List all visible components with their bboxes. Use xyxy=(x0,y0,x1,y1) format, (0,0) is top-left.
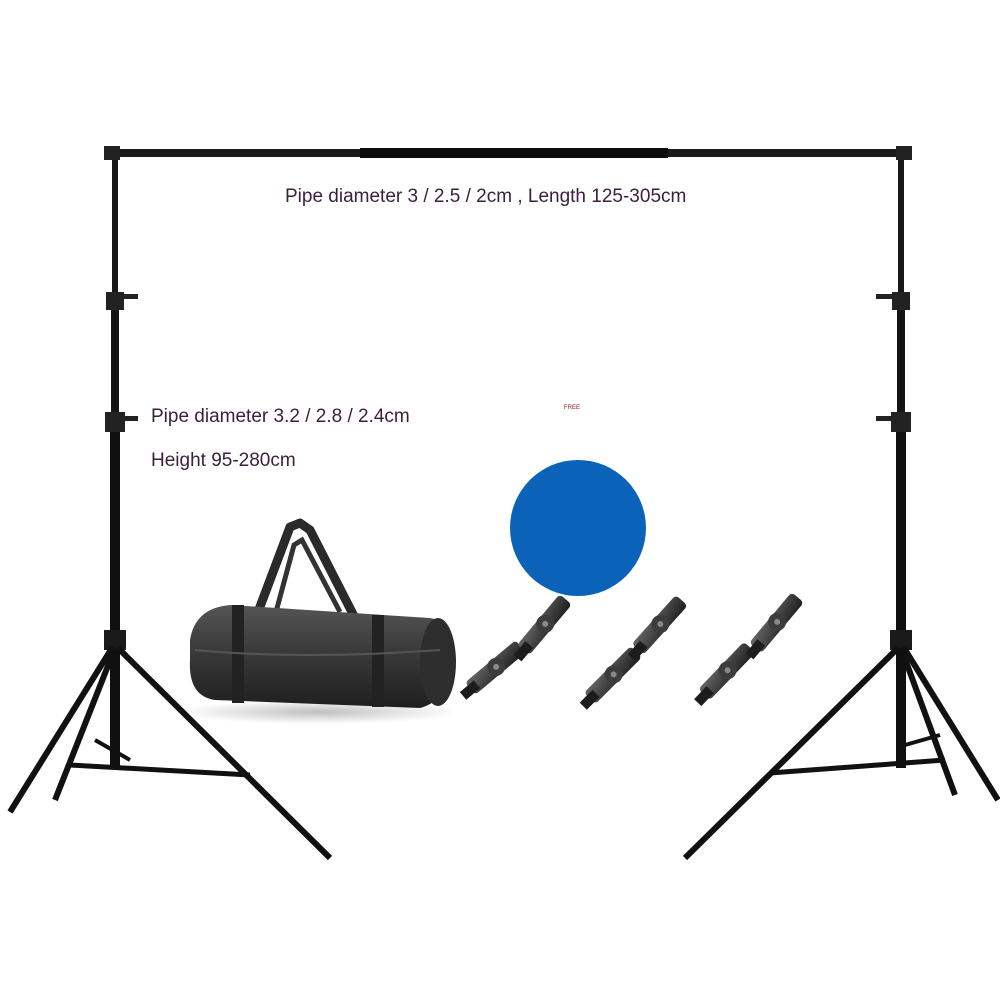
carry-bag xyxy=(178,518,458,724)
clamp-set xyxy=(459,593,803,710)
stand-diameter-spec-label: Pipe diameter 3.2 / 2.8 / 2.4cm xyxy=(151,406,410,427)
clamp-3 xyxy=(579,647,641,710)
crossbar xyxy=(104,146,912,160)
left-stand xyxy=(7,160,333,861)
backdrop-disc xyxy=(510,460,646,596)
clamp-1 xyxy=(459,641,525,700)
right-stand xyxy=(682,160,1000,861)
clamp-6 xyxy=(745,593,803,660)
clamp-5 xyxy=(694,643,754,707)
clamp-2 xyxy=(513,595,571,662)
free-tag: FREE xyxy=(564,405,581,411)
clamp-4 xyxy=(627,596,687,661)
stand-height-spec-label: Height 95-280cm xyxy=(151,450,296,471)
crossbar-spec-label: Pipe diameter 3 / 2.5 / 2cm , Length 125… xyxy=(285,186,687,207)
